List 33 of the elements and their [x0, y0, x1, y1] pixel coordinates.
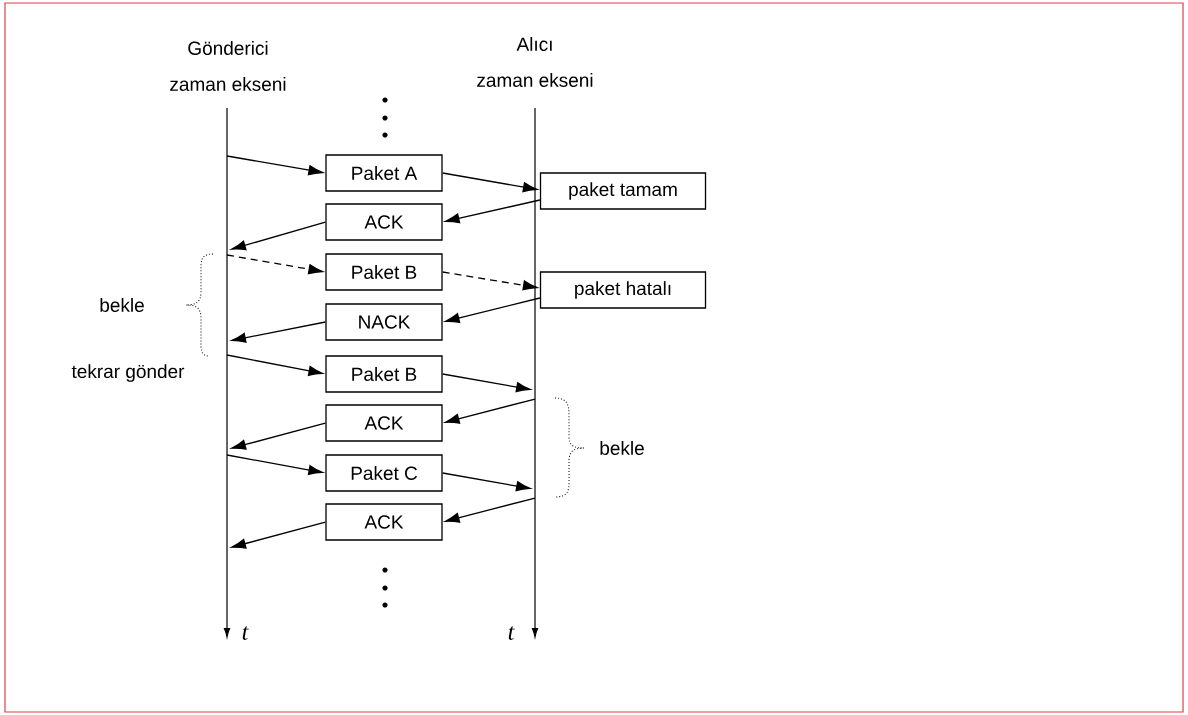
- message-box: NACK: [325, 303, 443, 341]
- message-box: ACK: [325, 503, 443, 541]
- arrow: [442, 472, 531, 492]
- axis-heading: Alıcı zaman ekseni: [477, 37, 593, 87]
- message-box: Paket A: [325, 154, 443, 192]
- arrow: [445, 199, 541, 224]
- arrow: [226, 254, 323, 275]
- annotation-label: bekle: [100, 298, 144, 312]
- time-label: t: [508, 626, 515, 640]
- arrow: [442, 172, 538, 193]
- arrow: [231, 221, 326, 251]
- arrow: [442, 373, 531, 393]
- axis-heading: Gönderici zaman ekseni: [170, 41, 286, 91]
- arrow: [226, 354, 323, 376]
- message-box: Paket C: [325, 454, 443, 492]
- arrow: [226, 454, 323, 476]
- time-label: t: [242, 626, 249, 640]
- arrow: [226, 155, 323, 176]
- arrow: [445, 297, 541, 324]
- arrow: [442, 271, 538, 291]
- annotation-label: tekrar gönder: [71, 364, 185, 382]
- annotation-label: bekle: [600, 441, 644, 455]
- message-box: ACK: [325, 404, 443, 442]
- arrow: [231, 321, 326, 343]
- arrow: [231, 521, 326, 549]
- message-box: ACK: [325, 203, 443, 241]
- arrow: [445, 398, 536, 424]
- message-box: Paket B: [325, 253, 443, 291]
- status-box: paket hatalı: [539, 271, 707, 309]
- message-box: Paket B: [325, 355, 443, 393]
- arrow: [231, 422, 326, 450]
- arrow: [445, 497, 536, 523]
- status-box: paket tamam: [539, 172, 707, 210]
